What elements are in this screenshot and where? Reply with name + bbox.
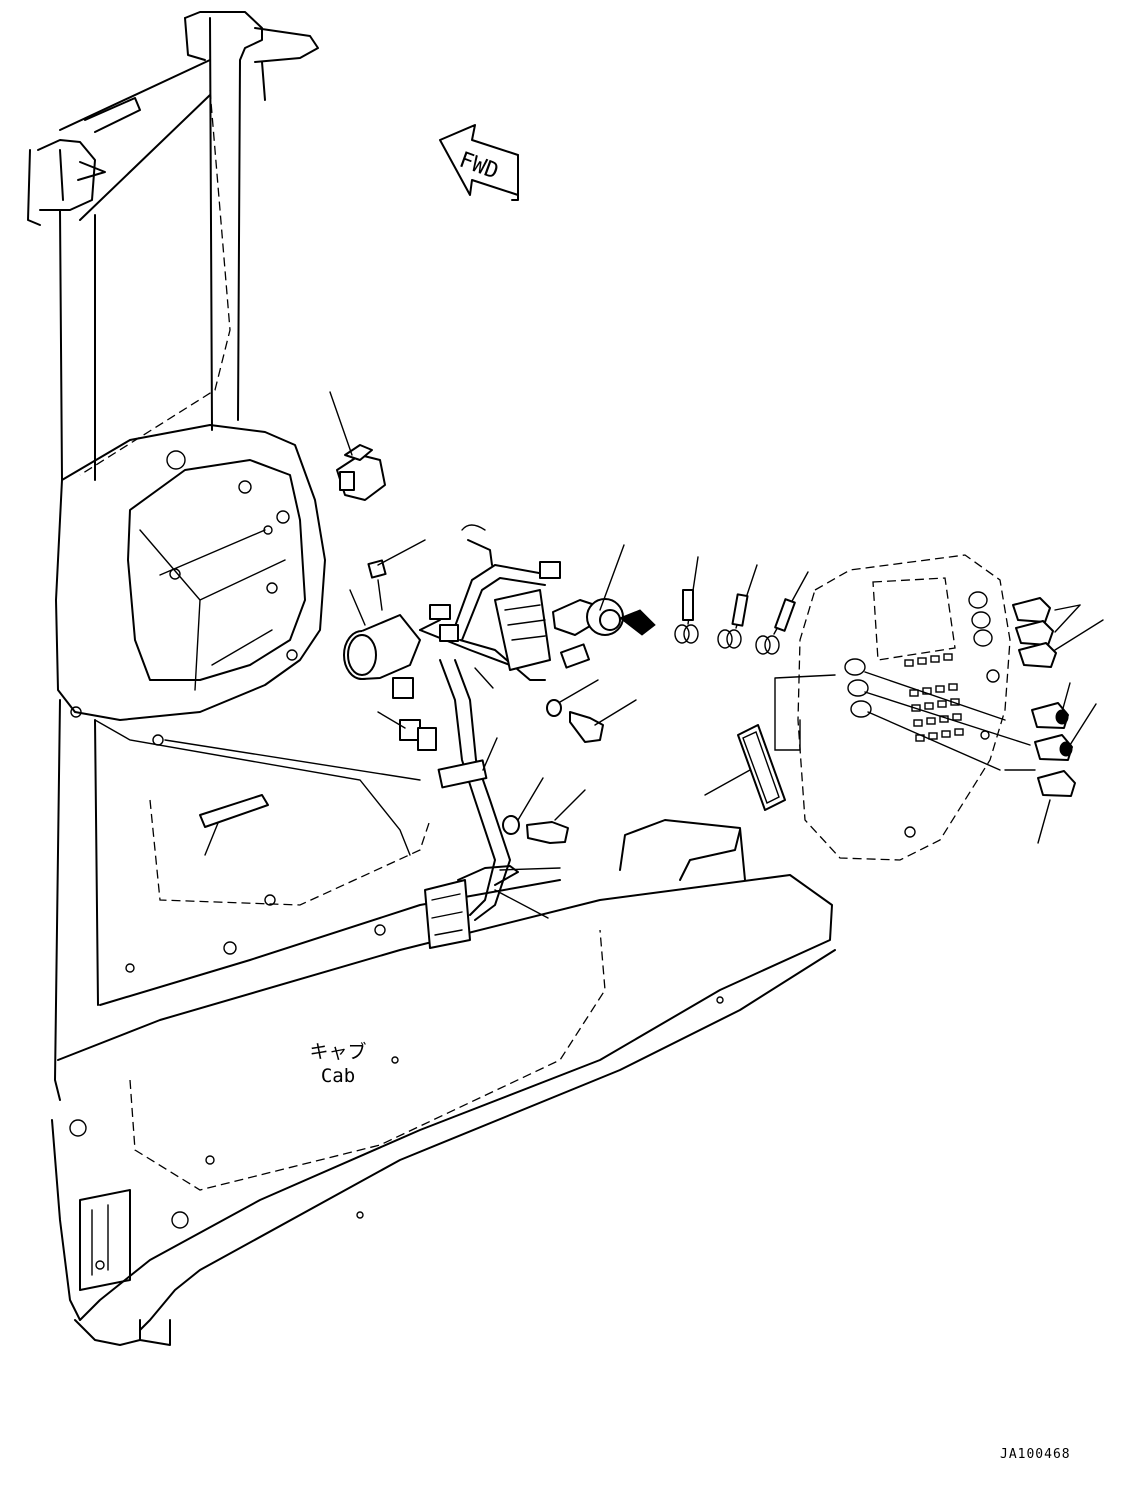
- drawing-number: JA100468: [1000, 1447, 1071, 1462]
- starting-key-switch: [552, 544, 656, 669]
- snap-rings: [674, 556, 809, 655]
- horn-switch-connector: [329, 391, 386, 501]
- floor-frame: [51, 699, 836, 1346]
- monitor-switch-grid: [904, 653, 964, 742]
- cab-label-japanese: キャブ: [309, 1041, 367, 1063]
- grommet-strip: [199, 794, 269, 856]
- monitor-panel: [774, 554, 1036, 861]
- leader-lines: [474, 667, 561, 919]
- cab-label: キャブ Cab: [288, 1040, 388, 1088]
- bolts-and-washers: [164, 679, 637, 844]
- cab-pillar: [27, 11, 319, 481]
- switch-knobs: [1012, 597, 1104, 844]
- cab-label-english: Cab: [320, 1065, 356, 1087]
- cigarette-lighter-socket: [343, 539, 441, 751]
- panel-seal: [704, 724, 786, 811]
- fwd-direction-arrow: FWD: [439, 124, 519, 201]
- dash-panel: [55, 424, 326, 746]
- wiring-harness: [419, 524, 561, 949]
